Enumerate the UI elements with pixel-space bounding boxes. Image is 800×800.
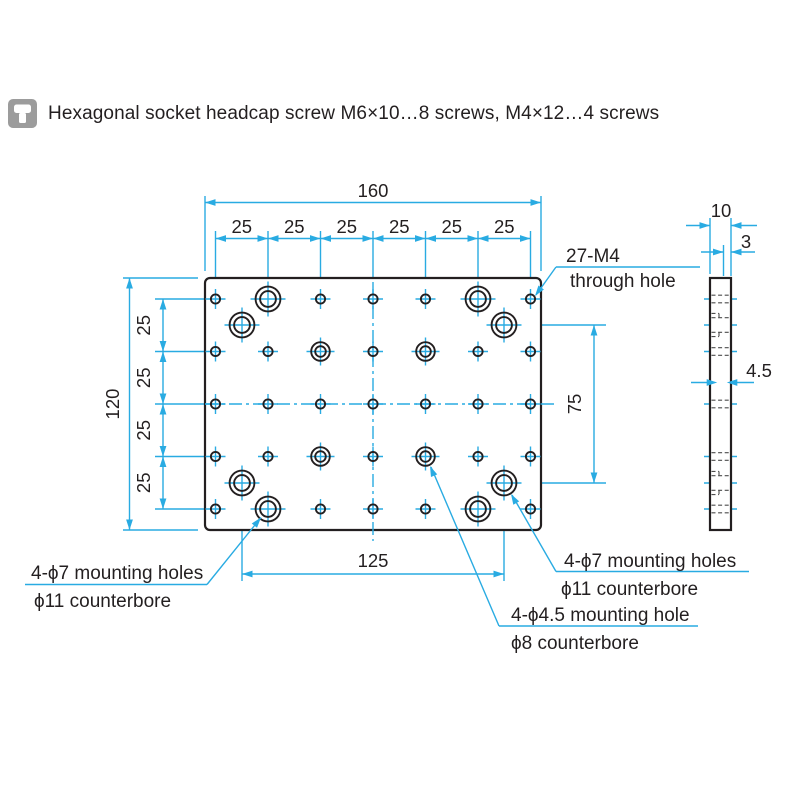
callout-mount-small-line1: 4-ϕ4.5 mounting hole xyxy=(511,605,690,626)
dim-pitch-x: 25 xyxy=(231,216,252,237)
callout-mount-left-line2: ϕ11 counterbore xyxy=(34,591,171,612)
dimension-labels: 160 25 25 25 25 25 25 120 25 25 25 25 75… xyxy=(102,180,585,571)
dim-overall-height: 120 xyxy=(102,389,123,420)
dim-counterbore-depth: 3 xyxy=(741,231,751,252)
dim-pitch-y: 25 xyxy=(133,368,154,389)
callout-mount-right-line2: ϕ11 counterbore xyxy=(561,579,698,600)
dim-thickness: 10 xyxy=(711,200,732,221)
leader-lines xyxy=(25,266,749,627)
front-view: 160 25 25 25 25 25 25 120 25 25 25 25 75… xyxy=(102,180,606,581)
side-view: 10 3 4.5 xyxy=(686,200,772,532)
hex-socket-screw-icon xyxy=(8,99,37,128)
callout-through-hole-line1: 27-M4 xyxy=(566,246,620,267)
callouts: 27-M4 through hole 4-ϕ7 mounting holes ϕ… xyxy=(25,246,749,654)
callout-mount-small-line2: ϕ8 counterbore xyxy=(511,633,639,654)
dim-pitch-y: 25 xyxy=(133,315,154,336)
dim-pitch-x: 25 xyxy=(336,216,357,237)
dim-pitch-x: 25 xyxy=(284,216,305,237)
dim-mount-span-vertical: 75 xyxy=(564,394,585,415)
header: Hexagonal socket headcap screw M6×10…8 s… xyxy=(8,99,659,128)
side-plate-outline xyxy=(708,276,733,532)
dim-pitch-y: 25 xyxy=(133,473,154,494)
callout-through-hole-line2: through hole xyxy=(570,271,676,292)
callout-labels: 27-M4 through hole 4-ϕ7 mounting holes ϕ… xyxy=(31,246,736,654)
dim-pitch-x: 25 xyxy=(494,216,515,237)
dim-overall-width: 160 xyxy=(358,180,389,201)
screw-shaft xyxy=(19,113,26,123)
dim-pitch-x: 25 xyxy=(441,216,462,237)
side-dimension-labels: 10 3 4.5 xyxy=(711,200,772,381)
dim-pitch-x: 25 xyxy=(389,216,410,237)
callout-mount-left-line1: 4-ϕ7 mounting holes xyxy=(31,563,203,584)
callout-mount-right-line1: 4-ϕ7 mounting holes xyxy=(564,551,736,572)
screw-head xyxy=(14,104,31,113)
dim-hole-diameter: 4.5 xyxy=(746,360,772,381)
dim-pitch-y: 25 xyxy=(133,420,154,441)
hidden-hole-lines xyxy=(711,294,730,514)
dim-mount-span-horizontal: 125 xyxy=(358,550,389,571)
header-text: Hexagonal socket headcap screw M6×10…8 s… xyxy=(48,102,660,124)
